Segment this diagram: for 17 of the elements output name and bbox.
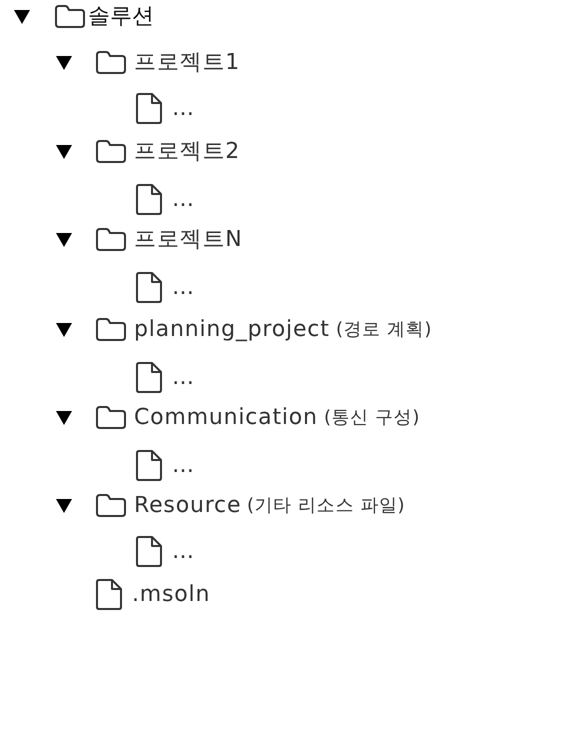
file-name: … [172,274,195,302]
folder-name: Resource [134,492,242,520]
file-name: … [172,538,195,566]
folder-note: (기타 리소스 파일) [247,494,406,518]
file-name: … [172,95,195,123]
file-name: .msoln [132,581,210,609]
folder-name: 솔루션 [88,3,154,31]
folder-name: 프로젝트2 [134,138,240,166]
file-name: … [172,452,195,480]
folder-note: (경로 계획) [336,318,432,342]
folder-name: Communication [134,404,318,432]
file-name: … [172,186,195,214]
file-name: … [172,364,195,392]
folder-name: 프로젝트1 [134,49,240,77]
folder-name: planning_project [134,316,330,344]
folder-name: 프로젝트N [134,226,242,254]
folder-note: (통신 구성) [324,406,420,430]
